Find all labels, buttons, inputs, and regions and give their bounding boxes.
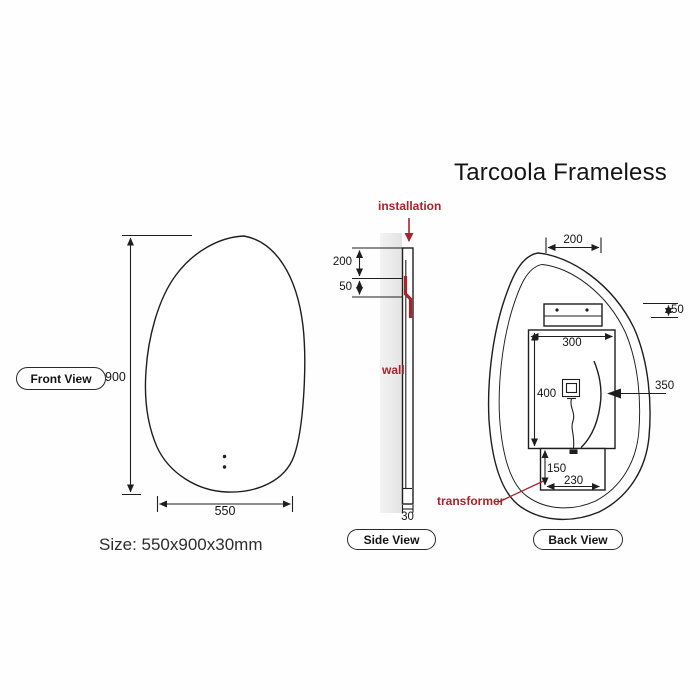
front-height-value: 900 xyxy=(105,370,126,384)
mirror-side-profile xyxy=(401,247,414,505)
installation-label: installation xyxy=(378,199,442,213)
back-hanger-width-value: 200 xyxy=(563,234,583,246)
thickness-dimension xyxy=(401,505,414,513)
side-view-label-pill: Side View xyxy=(347,529,436,550)
front-view-drawing xyxy=(122,234,306,512)
mirror-outline xyxy=(144,235,306,493)
side-view-label: Side View xyxy=(363,532,420,547)
led-strip-curve xyxy=(580,360,602,449)
led-offset-value: 350 xyxy=(655,380,675,392)
front-width-value: 550 xyxy=(214,504,236,518)
height-dimension xyxy=(122,234,192,496)
side-thickness-value: 30 xyxy=(401,511,414,523)
sensor-dots xyxy=(222,454,227,469)
junction-box xyxy=(561,378,581,400)
side-top-offset-value: 200 xyxy=(332,256,352,268)
hanging-bracket xyxy=(543,303,603,327)
page-title: Tarcoola Frameless xyxy=(454,159,668,186)
side-view-drawing xyxy=(352,218,414,513)
back-view-label-pill: Back View xyxy=(533,529,623,550)
side-hook-offset-value: 50 xyxy=(339,281,352,293)
size-label: Size: 550x900x30mm xyxy=(99,535,263,554)
transformer-height-value: 150 xyxy=(547,463,567,475)
transformer-leader-line xyxy=(497,480,544,504)
cable-gland xyxy=(569,449,578,454)
transformer-label: transformer xyxy=(437,494,505,508)
back-hanger-offset-value: 50 xyxy=(671,304,684,316)
back-outline-inner xyxy=(498,263,641,509)
back-view-drawing xyxy=(487,237,678,521)
transformer-width-value: 230 xyxy=(564,475,584,487)
wall-label: wall xyxy=(382,363,405,377)
mounting-hook xyxy=(403,276,413,318)
back-view-label: Back View xyxy=(548,532,608,547)
power-wire xyxy=(570,398,575,449)
wall-section xyxy=(380,233,402,513)
backboard-height-value: 400 xyxy=(537,388,557,400)
bracket-width-dimension xyxy=(545,237,602,253)
backboard-width-value: 300 xyxy=(562,337,582,349)
width-dimension xyxy=(156,496,294,512)
front-view-label: Front View xyxy=(30,371,92,386)
front-view-label-pill: Front View xyxy=(16,367,106,390)
bracket-offset-dimension xyxy=(643,302,678,319)
